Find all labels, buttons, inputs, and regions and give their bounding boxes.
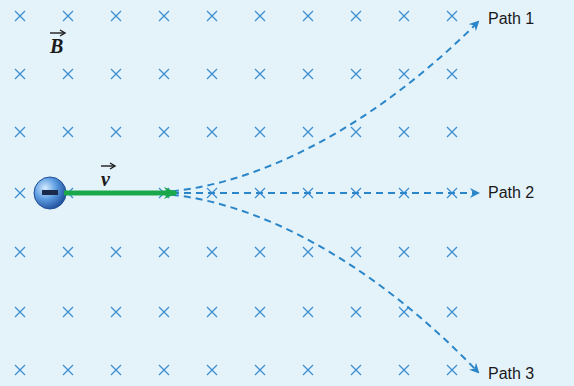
path-3-curve [148,193,478,372]
field-cross [15,127,25,137]
vector-label: B [50,36,63,56]
field-cross [207,307,217,317]
path-label: Path 3 [486,365,536,383]
field-cross [351,247,361,257]
vector-bar-v [101,165,114,166]
field-cross [159,365,169,375]
field-cross [447,307,457,317]
field-cross [447,127,457,137]
vector-head-v [110,163,115,169]
field-cross [303,127,313,137]
field-cross [255,307,265,317]
field-cross [399,69,409,79]
field-cross [255,127,265,137]
field-cross [351,69,361,79]
field-cross [351,127,361,137]
field-cross [351,307,361,317]
field-cross [399,365,409,375]
field-cross [159,307,169,317]
field-cross [15,307,25,317]
field-cross [207,11,217,21]
field-cross [447,69,457,79]
path-label: Path 1 [486,10,536,28]
field-cross [447,11,457,21]
field-cross [399,247,409,257]
field-cross [399,127,409,137]
field-cross [255,69,265,79]
field-cross [159,127,169,137]
field-cross [447,247,457,257]
field-cross [15,247,25,257]
vector-label: v [101,169,110,189]
field-cross [111,69,121,79]
field-cross [63,127,73,137]
field-cross [111,127,121,137]
vector-bar-b [50,32,64,33]
path-1-curve [148,22,478,193]
field-cross [111,365,121,375]
field-cross [255,365,265,375]
field-cross [159,11,169,21]
field-cross [15,188,25,198]
field-cross [447,365,457,375]
field-cross [303,11,313,21]
field-cross [111,307,121,317]
field-cross [303,365,313,375]
field-cross [399,11,409,21]
negative-sign [42,190,58,195]
field-cross [303,247,313,257]
field-cross [255,247,265,257]
field-cross [303,69,313,79]
field-cross [63,307,73,317]
field-cross [15,365,25,375]
field-cross [399,307,409,317]
velocity-arrow [64,191,176,196]
field-cross [303,307,313,317]
field-cross [111,11,121,21]
field-cross [63,247,73,257]
field-cross [207,127,217,137]
field-cross [159,69,169,79]
field-cross [351,365,361,375]
field-cross [63,365,73,375]
field-cross [159,247,169,257]
path-2-line [148,192,478,194]
path-label: Path 2 [486,184,536,202]
field-cross [111,247,121,257]
field-cross [15,69,25,79]
field-cross [63,11,73,21]
field-cross [207,365,217,375]
field-cross [255,11,265,21]
field-cross [15,11,25,21]
field-cross [351,11,361,21]
field-cross [207,247,217,257]
field-cross [63,69,73,79]
field-cross [207,69,217,79]
electron [34,177,66,209]
